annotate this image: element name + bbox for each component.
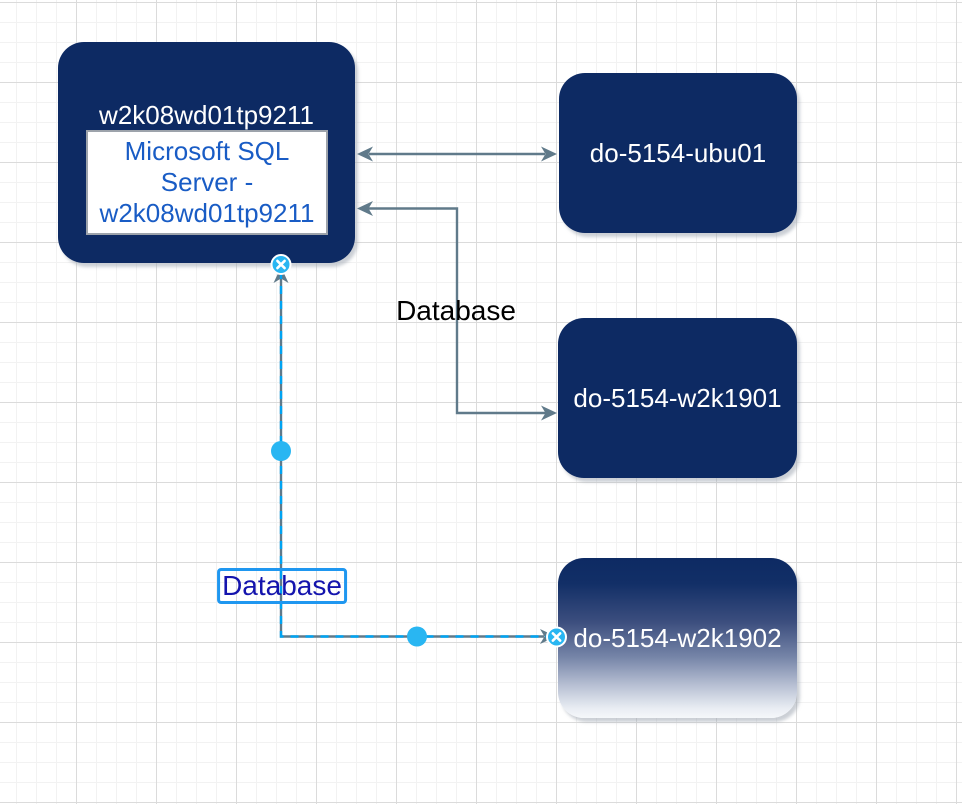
arrowhead-left-icon (357, 201, 373, 216)
node-label: do-5154-ubu01 (589, 137, 767, 168)
edge-sql-ubu01[interactable] (357, 146, 557, 162)
service-box-mssql[interactable]: Microsoft SQL Server - w2k08wd01tp9211 (86, 130, 328, 235)
arrowhead-right-icon (540, 629, 556, 644)
arrowhead-right-icon (541, 146, 557, 162)
arrowhead-left-icon (357, 146, 373, 162)
node-do-5154-ubu01[interactable]: do-5154-ubu01 (559, 73, 797, 233)
waypoint-handle[interactable] (407, 626, 427, 647)
edge-label-database[interactable]: Database (396, 295, 516, 326)
waypoint-handle[interactable] (271, 441, 291, 461)
arrowhead-up-icon (273, 267, 289, 283)
service-box-label: Microsoft SQL Server - w2k08wd01tp9211 (99, 136, 315, 228)
node-do-5154-w2k1902[interactable]: do-5154-w2k1902 (558, 558, 797, 718)
node-label: do-5154-w2k1902 (573, 622, 782, 653)
node-w2k08wd01tp9211[interactable]: w2k08wd01tp9211 Microsoft SQL Server - w… (58, 42, 355, 263)
arrowhead-right-icon (541, 405, 557, 421)
edge-label-database-selected[interactable]: Database (217, 568, 347, 604)
node-title: w2k08wd01tp9211 (99, 100, 314, 130)
node-do-5154-w2k1901[interactable]: do-5154-w2k1901 (558, 318, 797, 478)
node-label: do-5154-w2k1901 (573, 382, 782, 413)
